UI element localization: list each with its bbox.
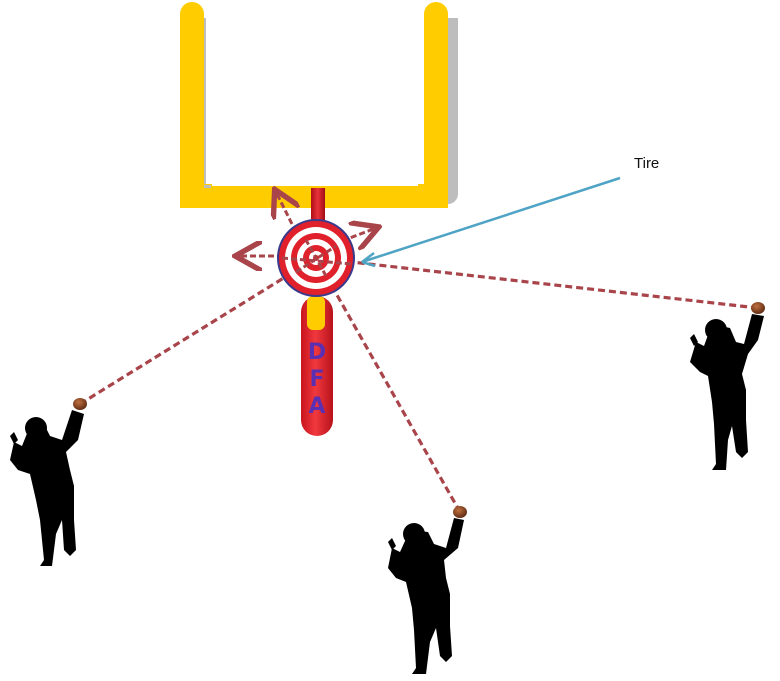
football-icon	[73, 398, 87, 410]
throw-line-left	[79, 256, 317, 406]
pad-letter: F	[309, 367, 324, 392]
tire-label: Tire	[634, 155, 659, 172]
player-right	[690, 302, 765, 470]
throw-line-center	[314, 257, 462, 513]
tire-target-icon	[277, 219, 355, 297]
player-center	[388, 506, 467, 674]
goalpost-icon	[180, 2, 458, 208]
tire-pointer-line	[361, 176, 621, 264]
deflection-arrow-right	[333, 228, 376, 244]
pad-letter: A	[308, 394, 325, 419]
football-icon	[453, 506, 467, 518]
goalpost-pad: D F A	[301, 296, 333, 436]
player-silhouette-icon	[10, 302, 765, 674]
player-left	[10, 398, 87, 566]
pad-letter: D	[308, 340, 326, 365]
throw-line-right	[315, 256, 759, 310]
football-icon	[751, 302, 765, 314]
throw-lines	[79, 256, 759, 513]
